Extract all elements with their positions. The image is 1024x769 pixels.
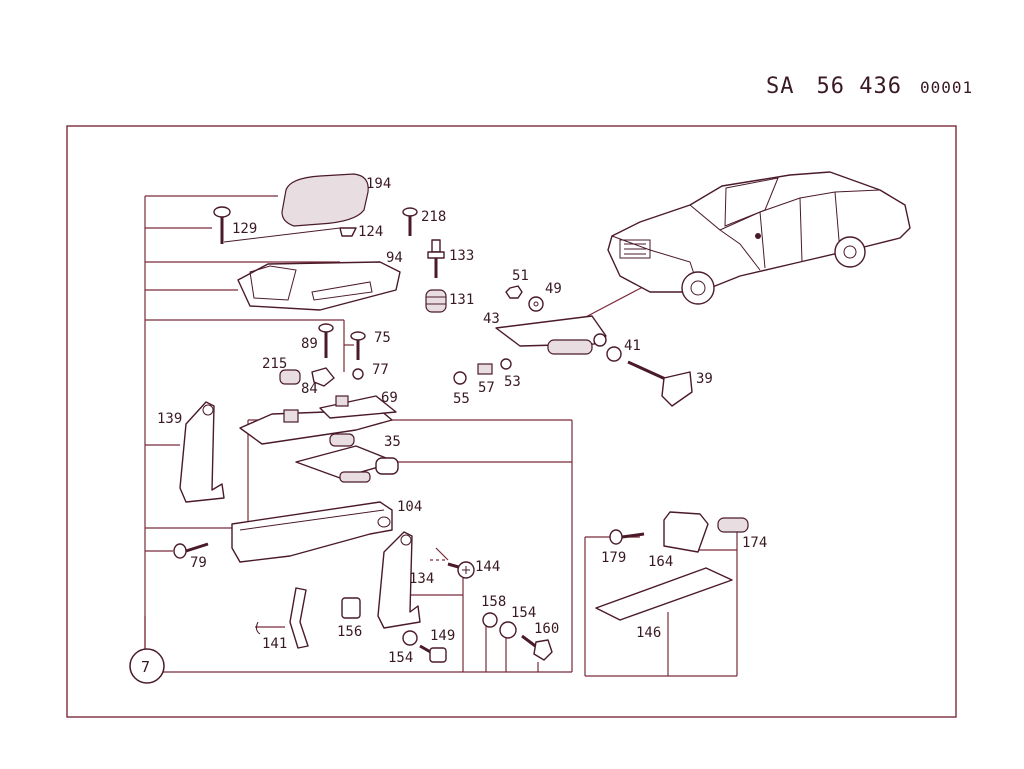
callout-149: 149 [430,628,455,644]
screw-129-icon [213,206,231,244]
washer-55-icon [453,371,467,385]
sheet-code-prefix: SA [766,74,795,99]
callout-57: 57 [478,380,495,396]
callout-133: 133 [449,248,474,264]
callout-156: 156 [337,624,362,640]
callout-154-upper: 154 [511,605,536,621]
frame-69 [239,409,393,445]
callout-89: 89 [301,336,318,352]
callout-160: 160 [534,621,559,637]
washer-154b-icon [402,630,418,646]
washer-77-icon [352,368,364,380]
pad-146 [595,567,733,621]
armrest-cover [281,173,369,227]
grommet-131-icon [425,289,447,313]
screw-179-icon [609,529,645,545]
diagram-frame [66,125,957,718]
tray-104 [231,501,393,563]
callout-124: 124 [358,224,383,240]
spacer-215-icon [279,369,301,385]
sheet-code-suffix: 00001 [919,78,974,97]
callout-146: 146 [636,625,661,641]
bolt-160-icon [521,634,553,661]
screw-144-icon [447,561,475,579]
screw-75-icon [350,331,366,360]
screw-89-icon [318,323,334,358]
callout-49: 49 [545,281,562,297]
washer-49-icon [528,296,544,312]
group-callout-circle[interactable] [129,648,165,684]
callout-35: 35 [384,434,401,450]
bushing-158-icon [482,612,498,628]
screw-218-icon [402,207,418,236]
callout-174: 174 [742,535,767,551]
ball-53-icon [500,358,512,370]
callout-41: 41 [624,338,641,354]
ring-141-icon [255,621,261,635]
callout-84: 84 [301,381,318,397]
armrest-base [237,261,401,311]
callout-69: 69 [381,390,398,406]
bracket-139 [179,401,225,503]
callout-55: 55 [453,391,470,407]
callout-134: 134 [409,571,434,587]
pin-174-icon [717,517,749,533]
bolt-133-icon [427,239,445,278]
sheet-code: SA 56 436 00001 [766,74,973,99]
clip-124-icon [339,227,357,237]
washer-154a-icon [499,621,517,639]
clip-156-icon [341,597,361,619]
callout-104: 104 [397,499,422,515]
vehicle-illustration [607,171,911,305]
callout-129: 129 [232,221,257,237]
clip-84-icon [311,367,335,387]
screw-79-icon [173,542,209,559]
bracket-134 [377,531,421,629]
callout-158: 158 [481,594,506,610]
callout-39: 39 [696,371,713,387]
callout-131: 131 [449,292,474,308]
callout-144: 144 [475,559,500,575]
washer-41-icon [606,346,622,362]
callout-94: 94 [386,250,403,266]
callout-194: 194 [366,176,391,192]
callout-141: 141 [262,636,287,652]
callout-77: 77 [372,362,389,378]
group-callout-label: 7 [141,658,150,676]
callout-139: 139 [157,411,182,427]
cover-164 [663,511,709,553]
bolt-149-icon [419,644,447,663]
callout-164: 164 [648,554,673,570]
spring-57-icon [477,363,493,375]
callout-75: 75 [374,330,391,346]
nut-51-icon [505,285,523,299]
callout-154-lower: 154 [388,650,413,666]
callout-179: 179 [601,550,626,566]
callout-215: 215 [262,356,287,372]
callout-43: 43 [483,311,500,327]
strap-141-icon [289,587,309,649]
callout-51: 51 [512,268,529,284]
callout-79: 79 [190,555,207,571]
bolt-39-bracket [661,371,693,407]
callout-218: 218 [421,209,446,225]
callout-53: 53 [504,374,521,390]
sheet-code-number: 56 436 [816,74,902,99]
